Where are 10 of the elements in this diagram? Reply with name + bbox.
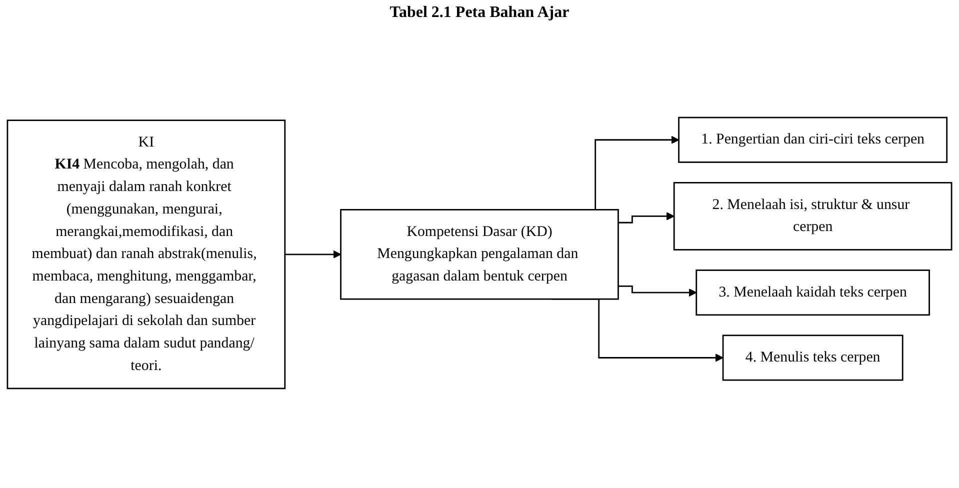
node-box: 2. Menelaah isi, struktur & unsur cerpen [673, 182, 952, 250]
arrow [618, 285, 697, 297]
node-box: 3. Menelaah kaidah teks cerpen [696, 270, 930, 316]
node-box: KI KI4 Mencoba, mengolah, dan menyaji dalam ranah konkret (menggunakan, mengurai, merangkai,memodifikasi, dan membuat) dan ranah abstrak(menulis, membaca, menghitung, menggambar, dan mengarang) sesuaidengan yangdipelajari di sekolah dan sumber lainyang sama dalam sudut pandang/ teori. [6, 120, 286, 390]
node-box: 1. Pengertian dan ciri-ciri teks cerpen [678, 116, 948, 163]
arrow [618, 212, 674, 224]
arrow [284, 250, 342, 258]
title: Tabel 2.1 Peta Bahan Ajar [390, 4, 570, 22]
node-box: 4. Menulis teks cerpen [722, 334, 904, 381]
node-box: Kompetensi Dasar (KD) Mengungkapkan pengalaman dan gagasan dalam bentuk cerpen [340, 209, 619, 300]
